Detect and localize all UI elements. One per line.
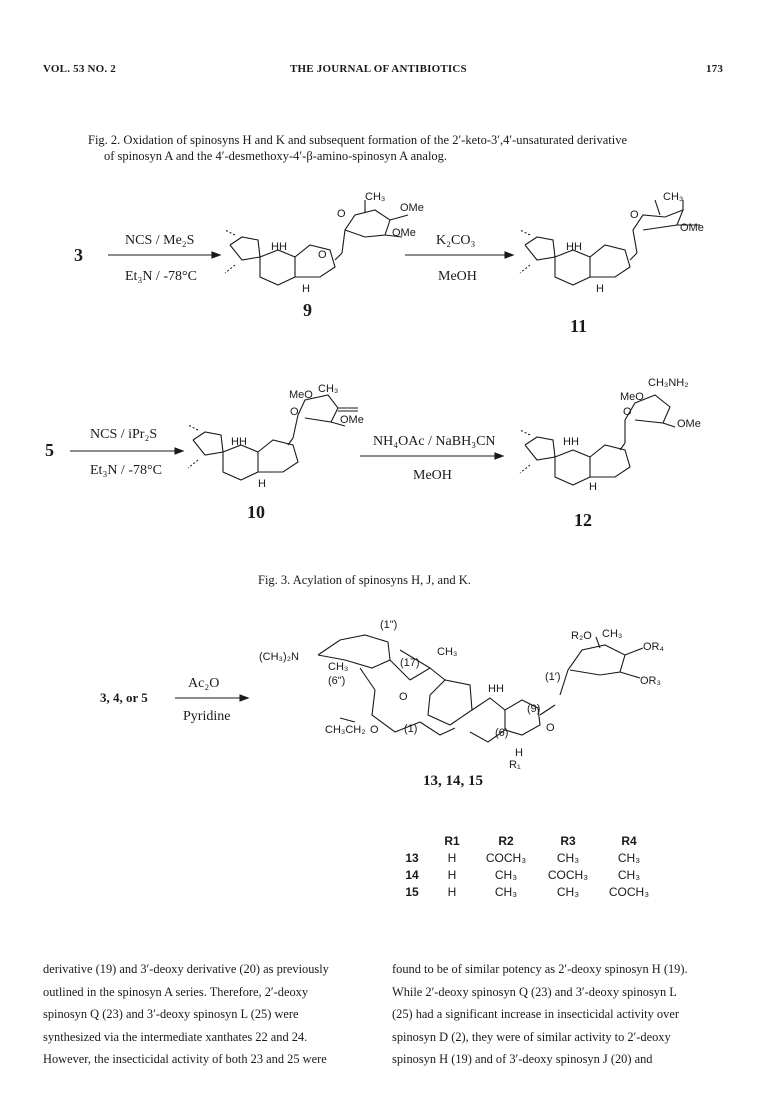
label-9: (9) [527, 703, 540, 715]
label-o-9b: O [318, 249, 327, 261]
reagent-et3n-1: Et₃N / -78°C [125, 269, 197, 284]
label-1: (1) [404, 723, 417, 735]
table-header [392, 832, 432, 849]
label-h-11: H [596, 283, 604, 295]
volume-number: VOL. 53 NO. 2 [43, 63, 116, 75]
label-r1: R₁ [509, 759, 521, 771]
fig2-caption-line2: of spinosyn A and the 4′-desmethoxy-4′-β… [104, 149, 448, 163]
label-hh-13: HH [488, 683, 504, 695]
label-o-13c: O [546, 722, 555, 734]
reagent-ncs-ipr2s: NCS / iPr₂S [90, 427, 158, 442]
body-left-column: derivative (19) and 3′-deoxy derivative … [43, 958, 361, 1071]
label-r2o: R₂O [571, 630, 592, 642]
structure-11 [519, 199, 700, 286]
label-meo-10: MeO [289, 389, 313, 401]
label-hh-9: HH [271, 241, 287, 253]
label-h-12: H [589, 481, 597, 493]
structure-9 [224, 200, 409, 286]
label-ch3-11: CH₃ [663, 191, 683, 203]
label-o-12: O [623, 406, 632, 418]
compound-5-label: 5 [45, 440, 54, 460]
label-ome-11: OMe [680, 222, 704, 234]
label-hh-10: HH [231, 436, 247, 448]
body-line: spinosyn D (2), they were of similar act… [392, 1029, 671, 1044]
reagent-meoh-1: MeOH [438, 269, 477, 284]
label-17: (17) [400, 657, 420, 669]
table-header: R3 [560, 833, 576, 848]
body-line: outlined in the spinosyn A series. There… [43, 984, 309, 999]
label-ome-9a: OMe [400, 202, 424, 214]
label-ome-12: OMe [677, 418, 701, 430]
table-row: 14 H CH₃ COCH₃ CH₃ [405, 867, 641, 882]
label-ch3-13c: CH₃ [602, 628, 622, 640]
body-line: synthesized via the intermediate xanthat… [43, 1029, 308, 1044]
label-ch3-9: CH₃ [365, 191, 385, 203]
label-or4: OR₄ [643, 641, 665, 653]
body-line: found to be of similar potency as 2′-deo… [392, 962, 688, 976]
compound-13-15-label: 13, 14, 15 [423, 773, 483, 789]
structure-12 [519, 394, 676, 486]
reagent-meoh-2: MeOH [413, 468, 452, 483]
table-header: R4 [621, 833, 637, 848]
label-o-13a: O [399, 691, 408, 703]
fig3-start-compounds: 3, 4, or 5 [100, 690, 148, 705]
label-h-10: H [258, 478, 266, 490]
substituent-table: R1 R2 R3 R4 13 H COCH₃ CH₃ CH₃ 14 H CH₃ … [392, 832, 662, 900]
label-h-13: H [515, 747, 523, 759]
page-number: 173 [706, 63, 724, 75]
label-ome-10: OMe [340, 414, 364, 426]
journal-title: THE JOURNAL OF ANTIBIOTICS [290, 63, 467, 75]
table-header: R1 [444, 833, 460, 848]
reagent-ncs-me2s: NCS / Me₂S [125, 233, 195, 248]
atom-labels: CH₃ OMe OMe O O HH H CH₃ OMe O HH H CH₃ … [231, 191, 704, 771]
label-hh-11: HH [566, 241, 582, 253]
reagent-nh4oac: NH₄OAc / NaBH₃CN [373, 434, 496, 449]
body-line: However, the insecticidal activity of bo… [43, 1052, 327, 1066]
table-header: R2 [498, 833, 514, 848]
compound-9-label: 9 [303, 300, 312, 320]
label-ch3-13a: CH₃ [328, 661, 348, 673]
structure-13-15 [317, 634, 644, 743]
label-nme2: (CH₃)₂N [259, 651, 299, 663]
body-line: spinosyn H (19) and of 3′-deoxy spinosyn… [392, 1052, 653, 1066]
body-right-column: found to be of similar potency as 2′-deo… [392, 958, 710, 1071]
compound-11-label: 11 [570, 316, 588, 336]
reagent-ac2o: Ac₂O [188, 676, 220, 691]
label-o-11: O [630, 209, 639, 221]
reagent-pyridine: Pyridine [183, 709, 231, 724]
compound-10-label: 10 [247, 502, 265, 522]
fig3-caption: Fig. 3. Acylation of spinosyns H, J, and… [258, 573, 471, 587]
body-line: spinosyn Q (23) and 3′-deoxy spinosyn L … [43, 1007, 299, 1021]
label-o-10: O [290, 406, 299, 418]
label-6pp: (6") [328, 675, 345, 687]
reagent-k2co3: K₂CO₃ [436, 233, 476, 248]
label-ome-9b: OMe [392, 227, 416, 239]
reagent-et3n-2: Et₃N / -78°C [90, 463, 162, 478]
label-1pp: (1") [380, 619, 397, 631]
label-or3: OR₃ [640, 675, 661, 687]
label-ch3-10: CH₃ [318, 383, 338, 395]
label-meo-12: MeO [620, 391, 644, 403]
body-line: derivative (19) and 3′-deoxy derivative … [43, 962, 329, 976]
label-o-13b: O [370, 724, 379, 736]
label-1p: (1′) [545, 671, 561, 683]
table-row: 13 H COCH₃ CH₃ CH₃ [405, 850, 641, 865]
label-h-9: H [302, 283, 310, 295]
label-ch3nh2-12: CH₃NH₂ [648, 377, 689, 389]
body-line: (25) had a significant increase in insec… [392, 1007, 679, 1021]
fig2-caption-line1: Fig. 2. Oxidation of spinosyns H and K a… [88, 133, 628, 147]
structure-10 [187, 394, 358, 481]
table-row: 15 H CH₃ CH₃ COCH₃ [405, 884, 650, 899]
label-o-9: O [337, 208, 346, 220]
label-et: CH₃CH₂ [325, 724, 366, 736]
label-6: (6) [495, 727, 508, 739]
label-hh-12: HH [563, 436, 579, 448]
compound-12-label: 12 [574, 510, 592, 530]
label-ch3-13b: CH₃ [437, 646, 457, 658]
compound-3-label: 3 [74, 245, 83, 265]
body-line: While 2′-deoxy spinosyn Q (23) and 3′-de… [392, 984, 677, 999]
